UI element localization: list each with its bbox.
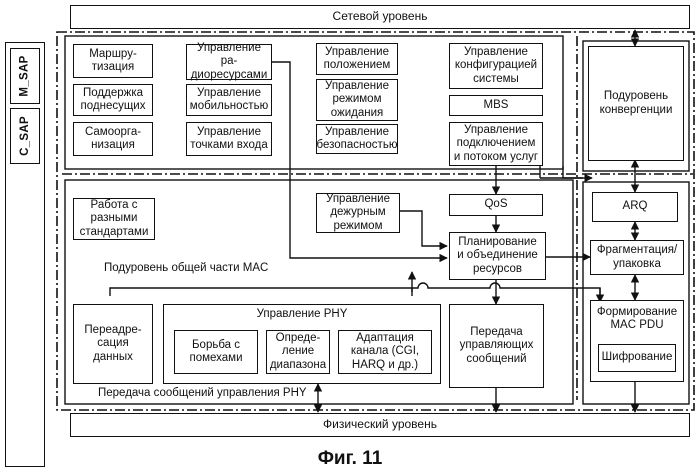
connection-service-mgmt-label: Управление подключением и потоком услуг xyxy=(454,124,538,164)
mbs-box: MBS xyxy=(449,95,543,116)
connection-service-mgmt-box: Управление подключением и потоком услуг xyxy=(449,122,543,166)
figure-caption: Фиг. 11 xyxy=(0,448,700,470)
cps-sublayer-label: Подуровень общей части MAC xyxy=(104,262,268,275)
standby-mgmt-box: Управление дежурным режимом xyxy=(316,193,400,233)
physical-layer-label: Физический уровень xyxy=(323,418,437,432)
multi-standard-box: Работа с разными стандартами xyxy=(73,198,155,240)
network-layer-label: Сетевой уровень xyxy=(333,10,428,24)
convergence-label: Подуровень конвергенции xyxy=(600,90,673,116)
subcarrier-box: Поддержка поднесущих xyxy=(73,84,153,116)
idle-mode-mgmt-box: Управление режимом ожидания xyxy=(316,79,398,121)
arq-label: ARQ xyxy=(623,200,648,213)
mobility-mgmt-box: Управление мобильностью xyxy=(186,84,272,116)
system-config-mgmt-box: Управление конфигурацией системы xyxy=(449,43,543,89)
relay-data-box: Переадре- сация данных xyxy=(73,304,153,384)
phy-msg-label: Передача сообщений управления PHY xyxy=(98,387,307,400)
link-adapt-label: Адаптация канала (CGI, HARQ и др.) xyxy=(351,332,419,372)
c-sap-label: C_SAP xyxy=(19,116,31,156)
interference-box: Борьба с помехами xyxy=(174,330,258,374)
system-config-mgmt-label: Управление конфигурацией системы xyxy=(455,46,537,86)
qos-label: QoS xyxy=(484,198,507,211)
multi-standard-label: Работа с разными стандартами xyxy=(80,199,149,239)
m-sap-label: M_SAP xyxy=(19,55,31,96)
location-mgmt-label: Управление положением xyxy=(324,46,391,72)
mac-pdu-label: Формирование MAC PDU xyxy=(597,306,677,332)
ranging-label: Опреде- ление диапазона xyxy=(270,332,326,372)
location-mgmt-box: Управление положением xyxy=(316,43,398,75)
sap-column xyxy=(5,42,45,467)
m-sap-box: M_SAP xyxy=(10,48,40,104)
radio-mgmt-box: Управление ра- диоресурсами xyxy=(186,44,272,80)
convergence-box: Подуровень конвергенции xyxy=(588,46,684,161)
standby-mgmt-label: Управление дежурным режимом xyxy=(326,193,390,233)
security-mgmt-label: Управление безопасностью xyxy=(317,126,398,152)
control-msg-label: Передача управляющих сообщений xyxy=(460,326,534,366)
mobility-mgmt-label: Управление мобильностью xyxy=(190,87,268,113)
interference-label: Борьба с помехами xyxy=(189,339,242,365)
ranging-box: Опреде- ление диапазона xyxy=(266,330,330,374)
routing-label: Маршру- тизация xyxy=(89,48,137,74)
network-layer-box: Сетевой уровень xyxy=(70,5,690,29)
scheduling-label: Планирование и объединение ресурсов xyxy=(457,236,538,276)
physical-layer-box: Физический уровень xyxy=(70,413,690,437)
mbs-label: MBS xyxy=(484,99,509,112)
phy-control-label: Управление PHY xyxy=(257,308,348,321)
self-org-box: Самоорга- низация xyxy=(73,122,153,156)
access-point-mgmt-box: Управление точками входа xyxy=(186,122,272,156)
self-org-label: Самоорга- низация xyxy=(85,126,141,152)
link-adapt-box: Адаптация канала (CGI, HARQ и др.) xyxy=(338,330,432,374)
fragmentation-box: Фрагментация/ упаковка xyxy=(590,240,684,275)
c-sap-box: C_SAP xyxy=(10,108,40,164)
control-msg-box: Передача управляющих сообщений xyxy=(449,304,544,388)
security-mgmt-box: Управление безопасностью xyxy=(316,124,398,154)
access-point-mgmt-label: Управление точками входа xyxy=(190,126,267,152)
scheduling-box: Планирование и объединение ресурсов xyxy=(449,232,546,280)
fragmentation-label: Фрагментация/ упаковка xyxy=(597,244,677,270)
routing-box: Маршру- тизация xyxy=(73,44,153,78)
arq-box: ARQ xyxy=(592,192,678,222)
encryption-box: Шифрование xyxy=(598,344,676,372)
subcarrier-label: Поддержка поднесущих xyxy=(81,87,146,113)
relay-data-label: Переадре- сация данных xyxy=(84,324,141,364)
encryption-label: Шифрование xyxy=(602,351,673,364)
idle-mode-mgmt-label: Управление режимом ожидания xyxy=(325,80,389,120)
qos-box: QoS xyxy=(449,194,543,216)
radio-mgmt-label: Управление ра- диоресурсами xyxy=(189,42,269,82)
